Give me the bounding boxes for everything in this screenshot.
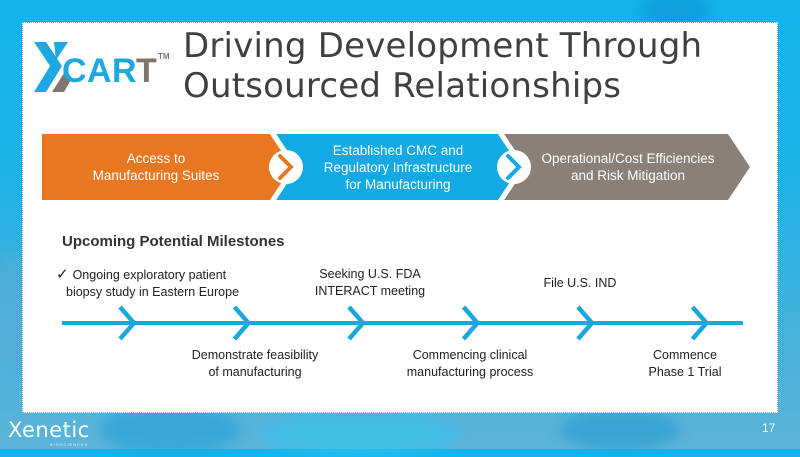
background-molecule (560, 410, 680, 450)
flow-step-2-shape (276, 134, 520, 200)
milestone-ongoing-biopsy: ✓Ongoing exploratory patient biopsy stud… (56, 266, 240, 299)
checkmark-icon: ✓ (56, 266, 69, 283)
milestone-fda-interact: Seeking U.S. FDA INTERACT meeting (314, 267, 426, 298)
background-molecule (260, 412, 460, 457)
timeline-chevron-icon (232, 305, 252, 341)
xenetic-logo: Xenetic BIOSCIENCES (8, 418, 90, 447)
milestone-demonstrate-feasibility: Demonstrate feasibility of manufacturing (191, 348, 319, 379)
milestones-heading: Upcoming Potential Milestones (62, 233, 285, 250)
flow-connector-2 (497, 150, 531, 184)
x-mark-icon (34, 42, 72, 92)
trademark-symbol: TM (158, 52, 170, 61)
background-molecule (100, 405, 240, 455)
logo-text-c: C (62, 52, 88, 90)
timeline-chevron-icon (461, 305, 481, 341)
flow-connector-1 (269, 150, 303, 184)
timeline-chevron-icon (118, 305, 137, 341)
slide-title: Driving Development Through Outsourced R… (183, 26, 702, 106)
flow-step-1-shape (42, 134, 292, 200)
page-number: 17 (762, 421, 776, 435)
timeline-chevron-icon (576, 305, 595, 341)
chevron-right-icon (506, 154, 522, 180)
timeline-chevron-icon (347, 305, 366, 341)
milestone-timeline (62, 305, 743, 341)
logo-text-t: T (136, 52, 157, 90)
milestone-file-ind: File U.S. IND (543, 276, 617, 290)
milestone-clinical-manufacturing: Commencing clinical manufacturing proces… (406, 348, 534, 379)
xcart-logo: C A R T TM (32, 40, 172, 96)
milestone-phase1-trial: Commence Phase 1 Trial (648, 348, 722, 379)
logo-text-a: A (87, 52, 112, 90)
timeline-chevron-icon (690, 305, 710, 341)
title-line-2: Outsourced Relationships (183, 66, 622, 106)
chevron-right-icon (278, 154, 294, 180)
logo-text-r: R (112, 52, 137, 90)
flow-step-3-shape (504, 134, 750, 200)
title-line-1: Driving Development Through (183, 26, 703, 66)
slide-panel (22, 22, 778, 413)
